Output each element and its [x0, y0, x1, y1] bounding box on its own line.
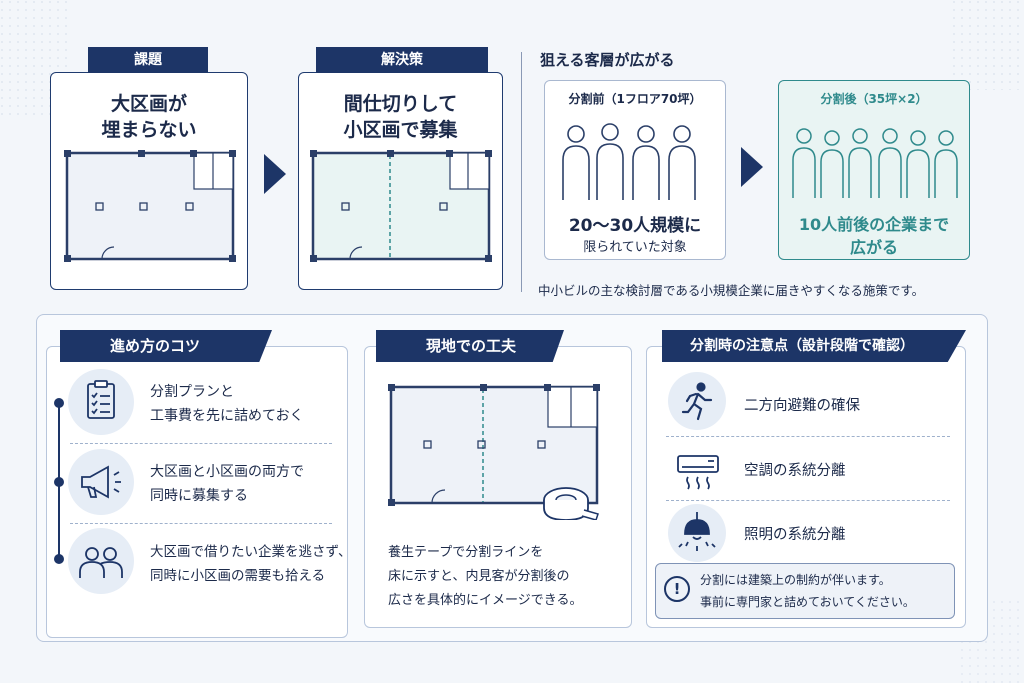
target-note: 中小ビルの主な検討層である小規模企業に届きやすくなる施策です。	[538, 283, 925, 298]
warning-box	[655, 563, 955, 619]
floorplan-undivided	[64, 150, 236, 262]
tip-1-line2: 工事費を先に詰めておく	[150, 408, 304, 424]
people-large-group-icon	[562, 123, 696, 200]
clipboard-checklist-icon	[68, 369, 134, 435]
problem-line1: 大区画が	[110, 93, 187, 115]
people-small-groups-icon	[792, 128, 958, 198]
running-person-icon	[668, 372, 726, 430]
floorplan-taped	[388, 384, 600, 520]
after-line1: 10人前後の企業まで	[798, 215, 950, 234]
arrow-right-icon	[741, 147, 763, 187]
caution-2-label: 空調の系統分離	[744, 463, 846, 479]
caution-3-label: 照明の系統分離	[744, 527, 846, 543]
warning-line1: 分割には建築上の制約が伴います。	[700, 573, 891, 587]
after-label: 分割後（35坪×2）	[820, 92, 928, 106]
problem-tab: 課題	[88, 47, 208, 73]
caution-title: 分割時の注意点（設計段階で確認）	[662, 330, 966, 362]
timeline-dot	[54, 554, 64, 564]
solution-line2: 小区画で募集	[343, 119, 458, 141]
timeline-dot	[54, 398, 64, 408]
divider-dashed	[666, 500, 950, 501]
solution-line1: 間仕切りして	[343, 93, 458, 115]
divider-dashed	[70, 523, 332, 524]
divider-vertical	[521, 52, 522, 292]
ceiling-lamp-icon	[668, 504, 726, 562]
tip-3-line2: 同時に小区画の需要も拾える	[150, 568, 326, 584]
divider-dashed	[666, 436, 950, 437]
onsite-line3: 広さを具体的にイメージできる。	[388, 593, 583, 608]
caution-1-label: 二方向避難の確保	[744, 398, 860, 414]
tip-2-line1: 大区画と小区画の両方で	[150, 464, 304, 480]
arrow-right-icon	[264, 154, 286, 194]
onsite-title: 現地での工夫	[376, 330, 564, 362]
floorplan-divided	[310, 150, 492, 262]
before-label: 分割前（1フロア70坪）	[568, 92, 702, 106]
problem-line2: 埋まらない	[101, 119, 197, 141]
people-icon	[68, 528, 134, 594]
warning-line2: 事前に専門家と詰めておいてください。	[700, 595, 915, 609]
tips-title: 進め方のコツ	[60, 330, 272, 362]
tip-3-line1: 大区画で借りたい企業を逃さず、	[150, 544, 352, 560]
tip-1-line1: 分割プランと	[150, 384, 234, 400]
before-line2: 限られていた対象	[583, 240, 687, 255]
divider-dashed	[70, 443, 332, 444]
tip-2-line2: 同時に募集する	[150, 488, 248, 504]
onsite-line1: 養生テープで分割ラインを	[388, 545, 544, 560]
before-line1: 20〜30人規模に	[568, 216, 702, 236]
megaphone-icon	[68, 449, 134, 515]
exclamation-icon: !	[664, 576, 690, 602]
onsite-line2: 床に示すと、内見客が分割後の	[388, 569, 570, 584]
air-conditioner-icon	[668, 440, 726, 498]
target-title: 狙える客層が広がる	[540, 51, 675, 69]
after-line2: 広がる	[849, 238, 898, 257]
timeline-dot	[54, 477, 64, 487]
after-card	[778, 80, 970, 260]
solution-tab: 解決策	[316, 47, 488, 73]
